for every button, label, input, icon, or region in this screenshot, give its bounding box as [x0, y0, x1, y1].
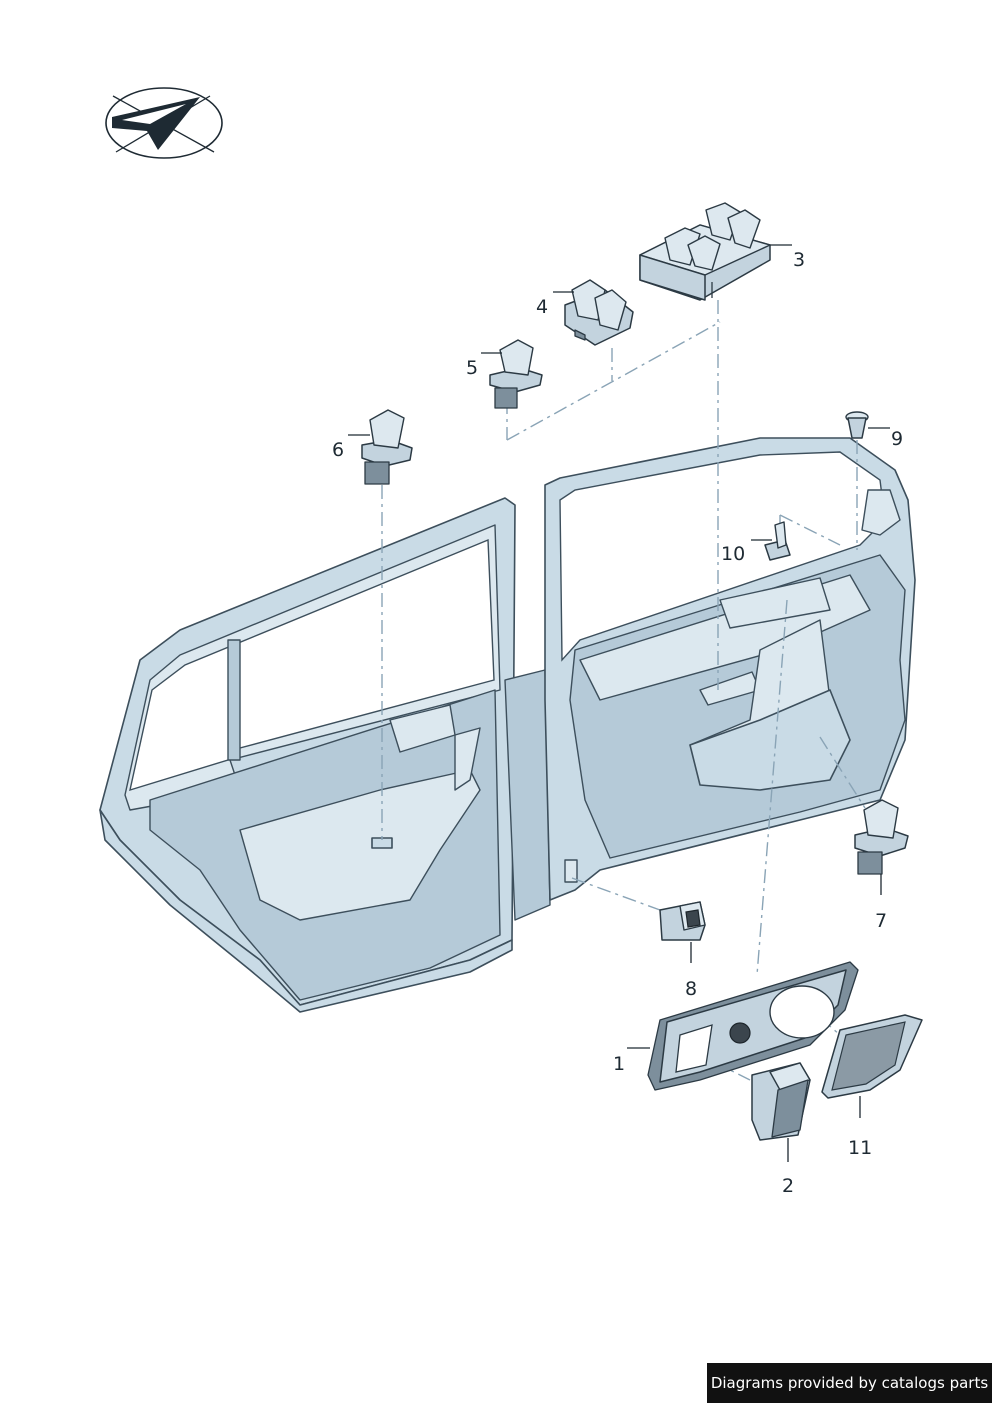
switch-unit-8 — [659, 901, 706, 941]
window-switch-single-7 — [854, 799, 909, 875]
callout-5: 5 — [466, 357, 478, 379]
callout-2: 2 — [782, 1175, 794, 1197]
callout-labels: 1 2 3 4 5 6 7 8 9 10 11 — [332, 249, 903, 1197]
catalog-credit-banner: Diagrams provided by catalogs parts — [707, 1363, 992, 1403]
callout-9: 9 — [891, 428, 903, 450]
leader-lines — [348, 244, 890, 1162]
b-pillar-strip — [504, 669, 551, 921]
callout-11: 11 — [848, 1137, 872, 1159]
callout-10: 10 — [721, 543, 745, 565]
callout-1: 1 — [613, 1053, 625, 1075]
clip-9 — [845, 411, 869, 439]
callout-7: 7 — [875, 910, 887, 932]
bracket-10 — [764, 521, 791, 561]
speaker-grille-11 — [821, 1014, 923, 1099]
window-switch-single-5 — [489, 339, 543, 409]
callout-8: 8 — [685, 978, 697, 1000]
window-switch-4-button — [639, 202, 771, 301]
front-door-panel — [544, 437, 916, 901]
window-switch-single-6 — [361, 409, 413, 485]
callout-6: 6 — [332, 439, 344, 461]
callout-3: 3 — [793, 249, 805, 271]
rear-door-panel — [99, 497, 516, 1013]
paper-plane-check-icon — [105, 87, 223, 159]
switch-trim-frame — [647, 961, 859, 1091]
callout-4: 4 — [536, 296, 548, 318]
switch-unit-2 — [751, 1062, 811, 1141]
window-switch-2-button — [564, 279, 634, 346]
